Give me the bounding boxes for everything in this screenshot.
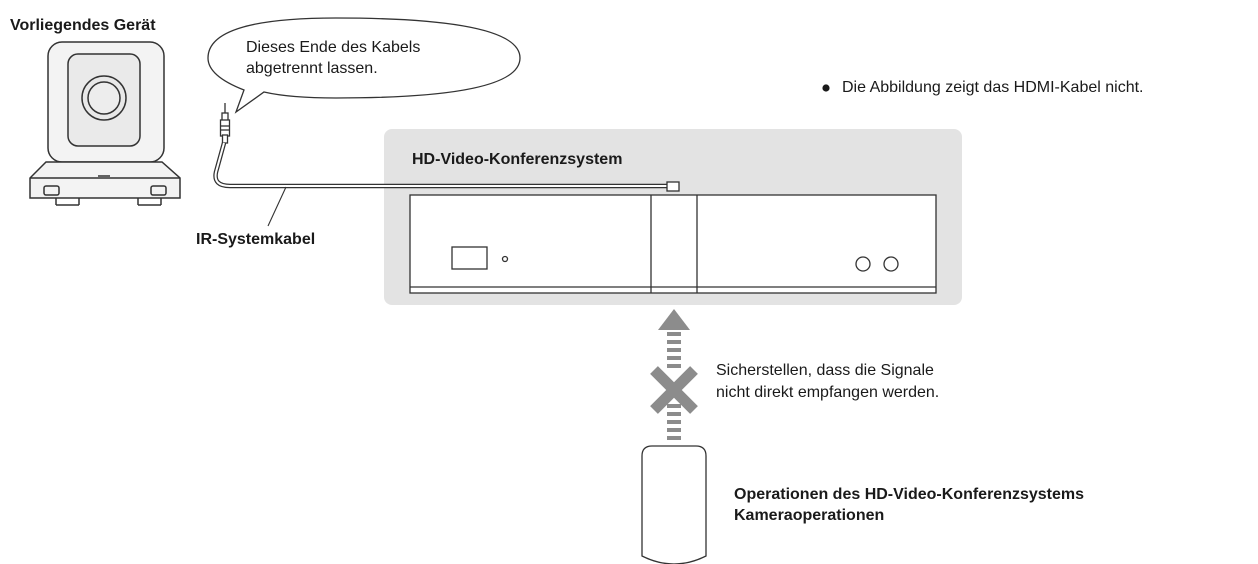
ir-cable-leader: [267, 186, 287, 227]
conference-unit: [409, 194, 937, 294]
signal-arrow-icon: [658, 309, 690, 330]
speech-bubble: [207, 17, 521, 114]
bullet-dot-icon: [822, 84, 830, 92]
signal-note-line-2: nicht direkt empfangen werden.: [716, 384, 940, 401]
remote-label-line-2: Kameraoperationen: [734, 507, 885, 524]
bubble-line-1: Dieses Ende des Kabels: [246, 39, 421, 56]
signal-note-line-1: Sicherstellen, dass die Signale: [716, 362, 934, 379]
note-text: Die Abbildung zeigt das HDMI-Kabel nicht…: [842, 79, 1144, 96]
cable-plug: [219, 103, 231, 144]
system-title: HD-Video-Konferenzsystem: [412, 151, 623, 168]
bubble-line-2: abgetrennt lassen.: [246, 60, 378, 77]
remote-label-line-1: Operationen des HD-Video-Konferenzsystem…: [734, 486, 1085, 503]
signal-dashes: [667, 332, 681, 440]
ir-cable-label: IR-Systemkabel: [196, 231, 316, 248]
cross-icon: [650, 366, 698, 414]
cable-connector: [666, 181, 680, 192]
camera-device: [29, 41, 181, 206]
remote-control: [641, 445, 707, 564]
device-title: Vorliegendes Gerät: [10, 17, 156, 34]
